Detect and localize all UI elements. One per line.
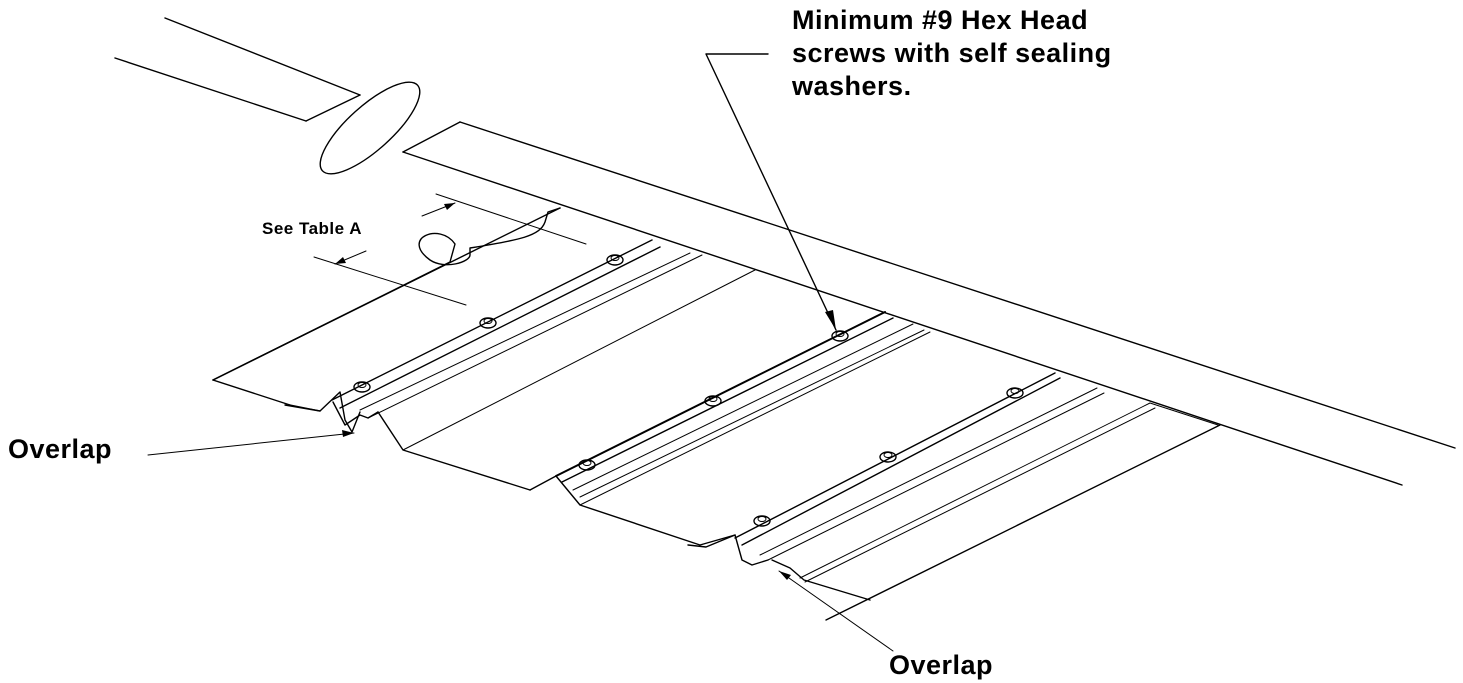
hex-head-screw-icon [606,254,624,266]
hex-head-screw-icon [578,459,596,471]
hex-head-screw-icon [831,330,849,342]
hex-head-screw-icon [704,395,722,407]
purlin [114,17,1456,486]
screw-note-arrowhead [825,310,836,330]
screw-note-leader [705,53,837,331]
overlap-right-arrowhead [779,571,791,580]
screw-note-line-2: screws with self sealing [792,38,1112,68]
screws [353,254,1024,527]
overlap-left-arrowhead [342,430,354,437]
hex-head-screw-icon [353,381,371,393]
overlap-right-label: Overlap [889,650,994,680]
table-reference-label: See Table A [262,219,362,238]
screw-note-line-3: washers. [792,71,912,101]
screw-note-line-1: Minimum #9 Hex Head [792,5,1089,35]
break-symbol [319,81,421,175]
leader-lines [147,53,894,652]
hex-head-screw-icon [1006,387,1024,399]
hex-head-screw-icon [479,317,497,329]
overlap-right-leader [778,570,894,652]
overlap-left-label: Overlap [8,434,113,464]
overlap-left-leader [147,432,355,456]
roof-panels [212,207,1221,621]
hex-head-screw-icon [753,515,771,527]
hex-head-screw-icon [879,451,897,463]
dimension-table-a [212,193,587,381]
screw-note-label: Minimum #9 Hex Head screws with self sea… [792,4,1112,103]
